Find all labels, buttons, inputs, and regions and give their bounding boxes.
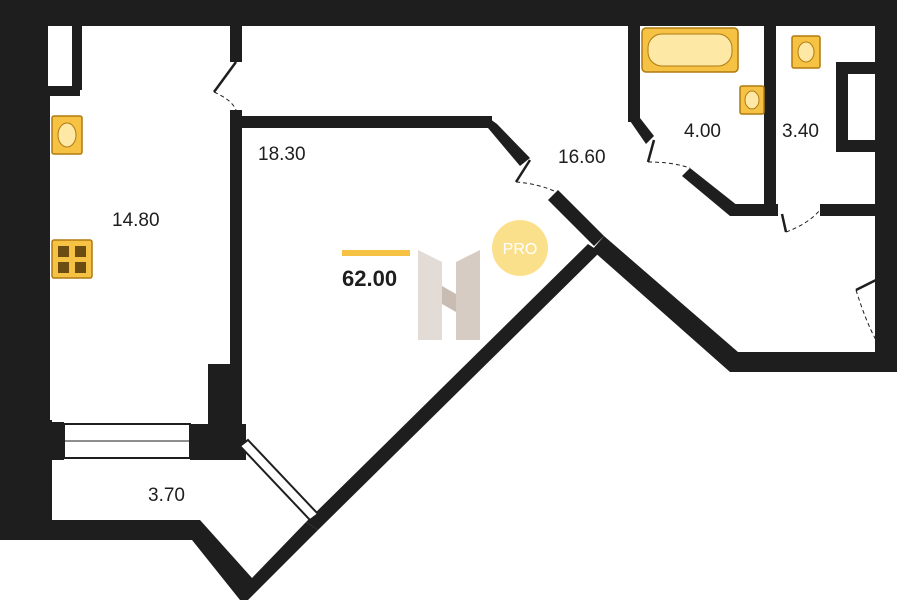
wall-niche-bottom: [38, 86, 80, 96]
wall-left-niche: [38, 26, 48, 86]
logo-left-bar: [418, 250, 442, 340]
wall-bath-left: [628, 26, 640, 122]
brand-logo: PRO: [418, 220, 548, 340]
toilet-icon: [791, 35, 821, 69]
wall-kitchen-left: [38, 96, 50, 420]
logo-crossbar: [442, 286, 456, 312]
wall-niche-side: [72, 26, 82, 90]
wall-bath-wc: [764, 26, 776, 216]
door-bath-swing: [647, 161, 691, 169]
wall-living-diag-upper: [486, 116, 530, 166]
wall-partition-pier: [208, 364, 242, 430]
wall-living-top: [230, 116, 492, 128]
logo-right-bar: [456, 250, 480, 340]
room-label-bath: 4.00: [684, 121, 721, 142]
fixtures: [51, 27, 821, 279]
wall-wc-bottom: [820, 204, 877, 216]
total-accent-bar: [342, 250, 410, 256]
wall-partition-top: [230, 26, 242, 62]
room-label-kitchen: 14.80: [112, 210, 160, 231]
room-label-living: 18.30: [258, 144, 306, 165]
wall-balcony-bottom: [38, 520, 318, 600]
bathtub-icon: [641, 27, 739, 73]
room-label-wc: 3.40: [782, 121, 819, 142]
room-label-balcony: 3.70: [148, 485, 185, 506]
windows: [63, 423, 320, 522]
wall-bath-diag-top: [628, 118, 654, 144]
wall-corner-block: [190, 424, 246, 460]
room-label-hall: 16.60: [558, 147, 606, 168]
wall-wc-niche-side: [836, 62, 848, 152]
door-living-swing: [515, 181, 557, 193]
door-wc: [780, 213, 788, 233]
wall-kitchen-corner: [38, 422, 64, 460]
wall-wc-niche-bottom: [836, 140, 877, 152]
door-living: [514, 159, 532, 183]
door-bath: [646, 139, 656, 163]
window-living: [238, 438, 320, 522]
total-area: 62.00: [342, 266, 397, 291]
wall-living-diag-lower: [306, 244, 600, 530]
wall-top: [0, 0, 897, 26]
door-entrance: [855, 278, 877, 292]
door-entrance-swing: [855, 289, 877, 341]
pro-badge-text: PRO: [503, 241, 538, 258]
kitchen-sink-icon: [51, 115, 83, 155]
wall-partition: [230, 110, 242, 430]
doors: [212, 61, 877, 341]
door-kitchen-swing: [213, 91, 237, 111]
wall-right: [875, 0, 897, 372]
pro-badge: [492, 220, 548, 276]
wall-hall-bottom: [592, 236, 875, 372]
door-kitchen: [212, 61, 238, 93]
stove-icon: [51, 239, 93, 279]
door-wc-swing: [785, 209, 821, 233]
wall-living-diag-mid: [548, 190, 604, 246]
bath-sink-icon: [739, 85, 765, 115]
wall-bath-diag-bottom: [682, 168, 738, 216]
